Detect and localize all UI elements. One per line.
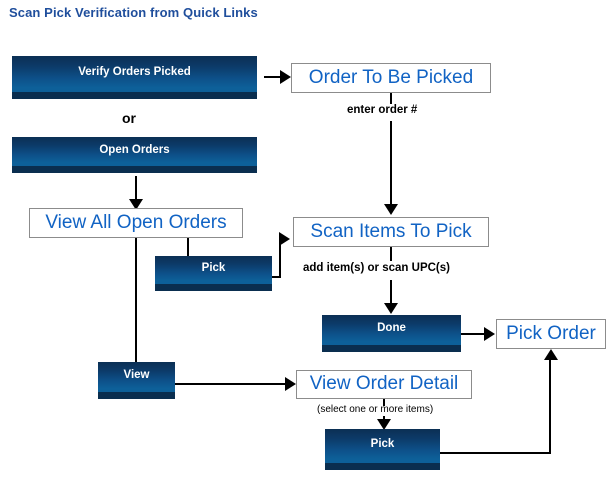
- edge-verify-to-order-arrowhead: [280, 70, 291, 84]
- edge-view-to-detail-line: [175, 383, 287, 385]
- node-done-label: Done: [377, 322, 406, 334]
- caption-enter-order: enter order #: [347, 104, 418, 116]
- node-view-all-open-orders-label: View All Open Orders: [45, 211, 227, 233]
- edge-pickmid-to-scan-line-h1: [272, 276, 281, 278]
- edge-order-to-scan-arrowhead: [384, 204, 398, 215]
- edge-verify-to-order-line: [264, 76, 284, 78]
- edge-detail-to-pickbottom-arrowhead: [377, 419, 391, 430]
- node-order-to-be-picked[interactable]: Order To Be Picked: [291, 63, 491, 93]
- node-pick-middle[interactable]: Pick: [155, 256, 272, 291]
- edge-done-to-pickorder-arrowhead: [484, 327, 495, 341]
- edge-open-to-viewall-line: [135, 176, 137, 202]
- node-view-order-detail-label: View Order Detail: [309, 373, 459, 394]
- node-open-orders-label: Open Orders: [99, 143, 170, 156]
- edge-viewall-to-view-line: [135, 238, 137, 362]
- edge-order-to-scan-line-lower: [390, 121, 392, 205]
- edge-view-to-detail-arrowhead: [285, 377, 296, 391]
- node-view-label: View: [123, 369, 150, 381]
- edge-pickbottom-to-pickorder-line-v: [549, 358, 551, 453]
- caption-add-items-scan-upc: add item(s) or scan UPC(s): [303, 262, 450, 274]
- edge-pickbottom-to-pickorder-arrowhead: [544, 349, 558, 360]
- edge-pickmid-to-scan-arrowhead: [279, 232, 290, 246]
- caption-or: or: [122, 110, 136, 126]
- edge-scan-to-done-arrowhead: [384, 303, 398, 314]
- edge-open-to-viewall-arrowhead: [129, 199, 143, 210]
- edge-detail-to-pickbottom-line-upper: [383, 399, 385, 406]
- node-pick-bottom-label: Pick: [370, 438, 395, 450]
- edge-viewall-to-pick-line: [187, 238, 189, 256]
- caption-select-items: (select one or more items): [317, 404, 434, 415]
- node-pick-middle-label: Pick: [201, 262, 226, 274]
- node-view[interactable]: View: [98, 362, 175, 399]
- node-view-all-open-orders[interactable]: View All Open Orders: [29, 208, 243, 238]
- node-verify-orders-picked[interactable]: Verify Orders Picked: [12, 56, 257, 99]
- node-view-order-detail[interactable]: View Order Detail: [296, 370, 472, 399]
- node-pick-order[interactable]: Pick Order: [496, 319, 606, 349]
- edge-done-to-pickorder-line: [461, 333, 487, 335]
- node-pick-order-label: Pick Order: [506, 322, 596, 344]
- node-verify-orders-picked-label: Verify Orders Picked: [78, 66, 191, 78]
- edge-order-to-scan-line-upper: [390, 93, 392, 104]
- node-order-to-be-picked-label: Order To Be Picked: [308, 66, 474, 88]
- node-scan-items-to-pick[interactable]: Scan Items To Pick: [293, 217, 489, 247]
- node-done[interactable]: Done: [322, 315, 461, 352]
- node-open-orders[interactable]: Open Orders: [12, 137, 257, 173]
- node-pick-bottom[interactable]: Pick: [325, 429, 440, 470]
- node-scan-items-to-pick-label: Scan Items To Pick: [310, 220, 472, 242]
- edge-pickmid-to-scan-line-v: [279, 238, 281, 278]
- page-title: Scan Pick Verification from Quick Links: [9, 5, 258, 20]
- edge-scan-to-done-line-upper: [390, 247, 392, 261]
- edge-scan-to-done-line-lower: [390, 280, 392, 306]
- edge-pickbottom-to-pickorder-line-h: [440, 452, 551, 454]
